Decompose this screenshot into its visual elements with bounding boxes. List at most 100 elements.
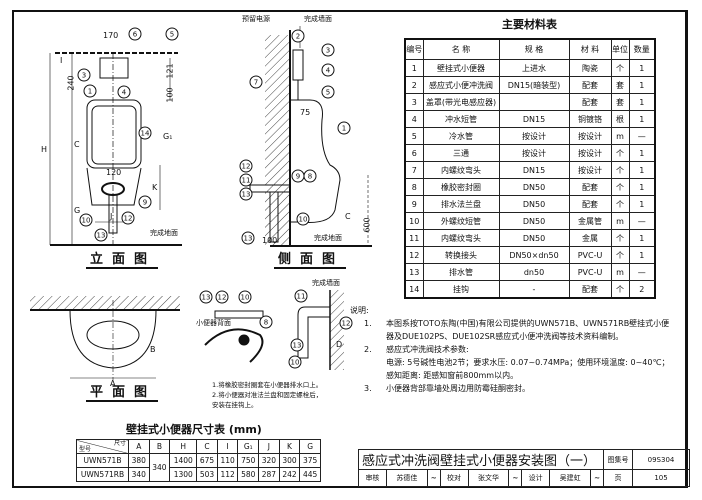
materials-cell: 5 bbox=[404, 127, 424, 145]
materials-cell: 冷水管 bbox=[422, 127, 500, 145]
plan-title: 平面图 bbox=[86, 386, 159, 402]
callout-circle bbox=[249, 75, 263, 89]
callout-number: 12 bbox=[242, 163, 251, 171]
materials-cell: 套 bbox=[610, 93, 630, 111]
note-text: 感应式冲洗阀技术参数:电源: 5号碱性电池2节；要求水压: 0.07~0.74M… bbox=[386, 343, 685, 382]
materials-cell: 盖罩(带光电感应器) bbox=[422, 93, 500, 111]
size-cell: 110 bbox=[216, 453, 239, 468]
detail-left bbox=[204, 310, 264, 363]
materials-header-cell: 单位 bbox=[610, 38, 630, 60]
materials-cell: 个 bbox=[610, 280, 630, 299]
callout-circle bbox=[337, 121, 351, 135]
materials-cell: — bbox=[628, 212, 656, 230]
size-header-cell: C bbox=[196, 439, 218, 454]
size-cell: 287 bbox=[258, 467, 280, 482]
note-number: 3. bbox=[364, 384, 372, 393]
design-signature: ~ bbox=[590, 469, 604, 487]
size-header-cell: I bbox=[216, 439, 239, 454]
materials-cell: 13 bbox=[404, 263, 424, 281]
materials-cell: 1 bbox=[628, 178, 656, 196]
materials-cell: 套 bbox=[610, 76, 630, 94]
materials-cell: 按设计 bbox=[498, 144, 570, 162]
materials-cell: 3 bbox=[404, 93, 424, 111]
materials-cell: 1 bbox=[628, 59, 656, 77]
callout-number: 13 bbox=[97, 232, 106, 240]
materials-header-row: 编号名 称规 格材 料单位数量 bbox=[404, 38, 656, 60]
detail-note-2: 2.将小便器对准法兰盘和固定螺栓后， bbox=[212, 391, 323, 399]
title-block: 感应式冲洗阀壁挂式小便器安装图（一） 图集号 09S304 审核 苏德佳 ~ 校… bbox=[358, 449, 690, 487]
note-item: 2.感应式冲洗阀技术参数:电源: 5号碱性电池2节；要求水压: 0.07~0.7… bbox=[350, 343, 685, 382]
callout-circle bbox=[83, 84, 97, 98]
materials-cell: 1 bbox=[628, 110, 656, 128]
callout-circle bbox=[138, 126, 152, 140]
callout-circle bbox=[239, 173, 253, 187]
drain-pipe-side bbox=[269, 191, 279, 243]
drawing-frame bbox=[12, 10, 688, 488]
size-cell: 380 bbox=[128, 453, 150, 468]
size-cell: 320 bbox=[258, 453, 280, 468]
materials-cell: dn50 bbox=[498, 263, 570, 281]
size-cell: 503 bbox=[196, 467, 218, 482]
dim-g1: G₁ bbox=[163, 132, 173, 141]
corner-bottom: 型号 bbox=[79, 446, 92, 453]
check-name: 张文华 bbox=[467, 469, 510, 487]
callout-number: 10 bbox=[82, 217, 91, 225]
materials-cell: 排水法兰盘 bbox=[422, 195, 500, 213]
detail-wall-label: 完成墙面 bbox=[312, 279, 340, 287]
note-line: 器及DUE102PS、DUE102SR感应式小便冲洗阀等技术资料编制。 bbox=[386, 332, 624, 341]
callout-circle bbox=[215, 290, 229, 304]
side-flush-valve bbox=[292, 49, 304, 81]
wall-label: 完成墙面 bbox=[304, 15, 332, 23]
materials-cell: DN15 bbox=[498, 161, 570, 179]
materials-cell: 10 bbox=[404, 212, 424, 230]
size-header-cell: H bbox=[169, 439, 198, 454]
flush-valve-box bbox=[99, 57, 129, 79]
detail-right bbox=[297, 290, 344, 370]
review-name: 苏德佳 bbox=[385, 469, 428, 487]
materials-cell: 个 bbox=[610, 195, 630, 213]
materials-cell: 冲水短管 bbox=[422, 110, 500, 128]
callout-circle bbox=[77, 68, 91, 82]
materials-cell: 内螺纹弯头 bbox=[422, 229, 500, 247]
callout-number: 7 bbox=[254, 79, 258, 87]
dim-a: A bbox=[110, 379, 116, 388]
callout-circle bbox=[117, 85, 131, 99]
detail-elbow bbox=[297, 306, 330, 359]
note-text: 小便器背部靠墙处周边用防霉硅酮密封。 bbox=[386, 382, 685, 395]
callout-number: 13 bbox=[202, 294, 211, 302]
note-line: 小便器背部靠墙处周边用防霉硅酮密封。 bbox=[386, 384, 530, 393]
side-floor-label: 完成地面 bbox=[314, 234, 342, 242]
note-text: 本图系按TOTO东陶(中国)有限公司提供的UWN571B、UWN571RB壁挂式… bbox=[386, 317, 685, 343]
elevation-title: 立面图 bbox=[86, 253, 159, 269]
dim-h: H bbox=[41, 145, 48, 154]
materials-cell: DN15 bbox=[498, 110, 570, 128]
callout-number: 3 bbox=[326, 47, 330, 55]
dim-75: 75 bbox=[300, 108, 311, 117]
materials-cell: 金属管 bbox=[568, 212, 612, 230]
callout-number: 10 bbox=[299, 216, 308, 224]
callout-circle bbox=[321, 63, 335, 77]
atlas-label: 图集号 bbox=[603, 449, 633, 470]
callout-circle bbox=[303, 169, 317, 183]
callout-circle bbox=[199, 290, 213, 304]
materials-cell: PVC-U bbox=[568, 246, 612, 264]
callout-circle bbox=[241, 231, 255, 245]
materials-cell: 8 bbox=[404, 178, 424, 196]
materials-cell: 配套 bbox=[568, 280, 612, 299]
callout-number: 12 bbox=[124, 215, 133, 223]
materials-header-cell: 规 格 bbox=[498, 38, 570, 60]
plan-wall-hatch bbox=[30, 296, 180, 310]
materials-header-cell: 编号 bbox=[404, 38, 424, 60]
materials-cell: DN50 bbox=[498, 212, 570, 230]
callout-circle bbox=[138, 195, 152, 209]
materials-cell: m bbox=[610, 263, 630, 281]
notes-heading: 说明: bbox=[350, 306, 369, 315]
size-cell: 445 bbox=[299, 467, 321, 482]
dim-100: 100 bbox=[165, 87, 175, 103]
